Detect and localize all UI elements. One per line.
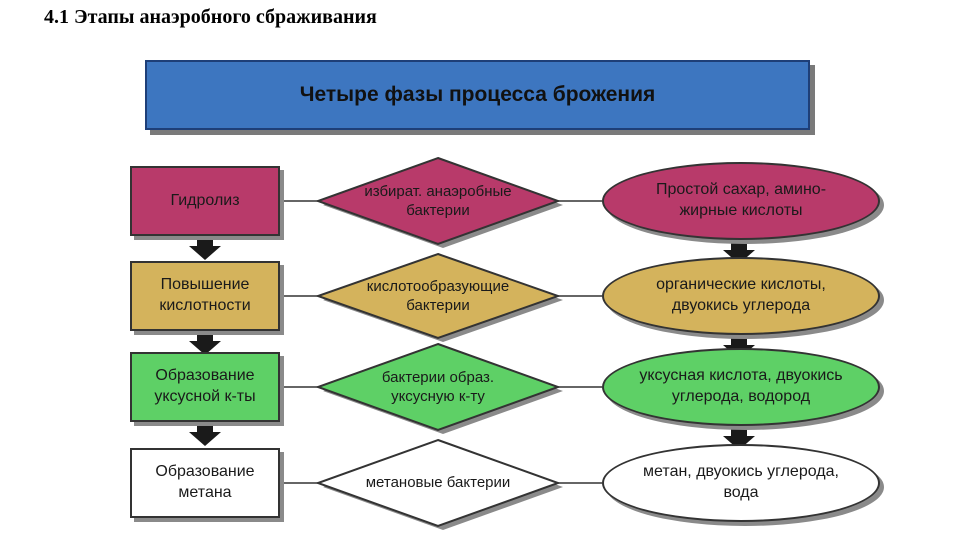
product-ellipse-2: органические кислоты, двуокись углерода bbox=[602, 257, 880, 335]
diamond-bacteria-2 bbox=[314, 252, 562, 340]
bacteria-label: избират. анаэробные бактерии bbox=[364, 182, 512, 220]
product-label: метан, двуокись углерода, вода bbox=[643, 463, 839, 501]
bacteria-text-1: избират. анаэробные бактерии bbox=[318, 158, 558, 244]
arrow-down-icon bbox=[189, 237, 221, 260]
bacteria-text-2: кислотообразующие бактерии bbox=[318, 253, 558, 339]
product-ellipse-3: уксусная кислота, двуокись углерода, вод… bbox=[602, 348, 880, 426]
phase-label: Повышение кислотности bbox=[159, 276, 251, 314]
diamond-bacteria-1 bbox=[315, 156, 561, 246]
product-label: Простой сахар, амино- жирные кислоты bbox=[655, 181, 827, 219]
product-label: органические кислоты, двуокись углерода bbox=[656, 276, 826, 314]
bacteria-label: бактерии образ. уксусную к-ту bbox=[381, 368, 495, 406]
header-banner: Четыре фазы процесса брожения bbox=[145, 60, 810, 130]
bacteria-text-4: метановые бактерии bbox=[318, 440, 558, 526]
bacteria-label: кислотообразующие бактерии bbox=[366, 277, 510, 315]
arrow-down-icon bbox=[723, 241, 755, 264]
phase-label: Образование метана bbox=[155, 463, 255, 501]
slide-title: 4.1 Этапы анаэробного сбраживания bbox=[44, 6, 377, 28]
phase-box-acidification: Повышение кислотности bbox=[130, 261, 280, 331]
phase-box-hydrolysis: Гидролиз bbox=[130, 166, 280, 236]
diamond-bacteria-4 bbox=[315, 438, 561, 528]
arrow-down-icon bbox=[723, 427, 755, 450]
arrow-down-icon bbox=[189, 423, 221, 446]
bacteria-text-3: бактерии образ. уксусную к-ту bbox=[318, 344, 558, 430]
phase-box-methane: Образование метана bbox=[130, 448, 280, 518]
bacteria-label: метановые бактерии bbox=[365, 474, 511, 492]
product-label: уксусная кислота, двуокись углерода, вод… bbox=[639, 367, 843, 405]
phase-box-acetic-acid: Образование уксусной к-ты bbox=[130, 352, 280, 422]
product-ellipse-4: метан, двуокись углерода, вода bbox=[602, 444, 880, 522]
header-text: Четыре фазы процесса брожения bbox=[299, 83, 656, 106]
phase-label: Гидролиз bbox=[170, 191, 240, 209]
product-ellipse-1: Простой сахар, амино- жирные кислоты bbox=[602, 162, 880, 240]
arrow-down-icon bbox=[189, 332, 221, 355]
phase-label: Образование уксусной к-ты bbox=[154, 367, 256, 405]
diamond-bacteria-3 bbox=[315, 342, 561, 432]
